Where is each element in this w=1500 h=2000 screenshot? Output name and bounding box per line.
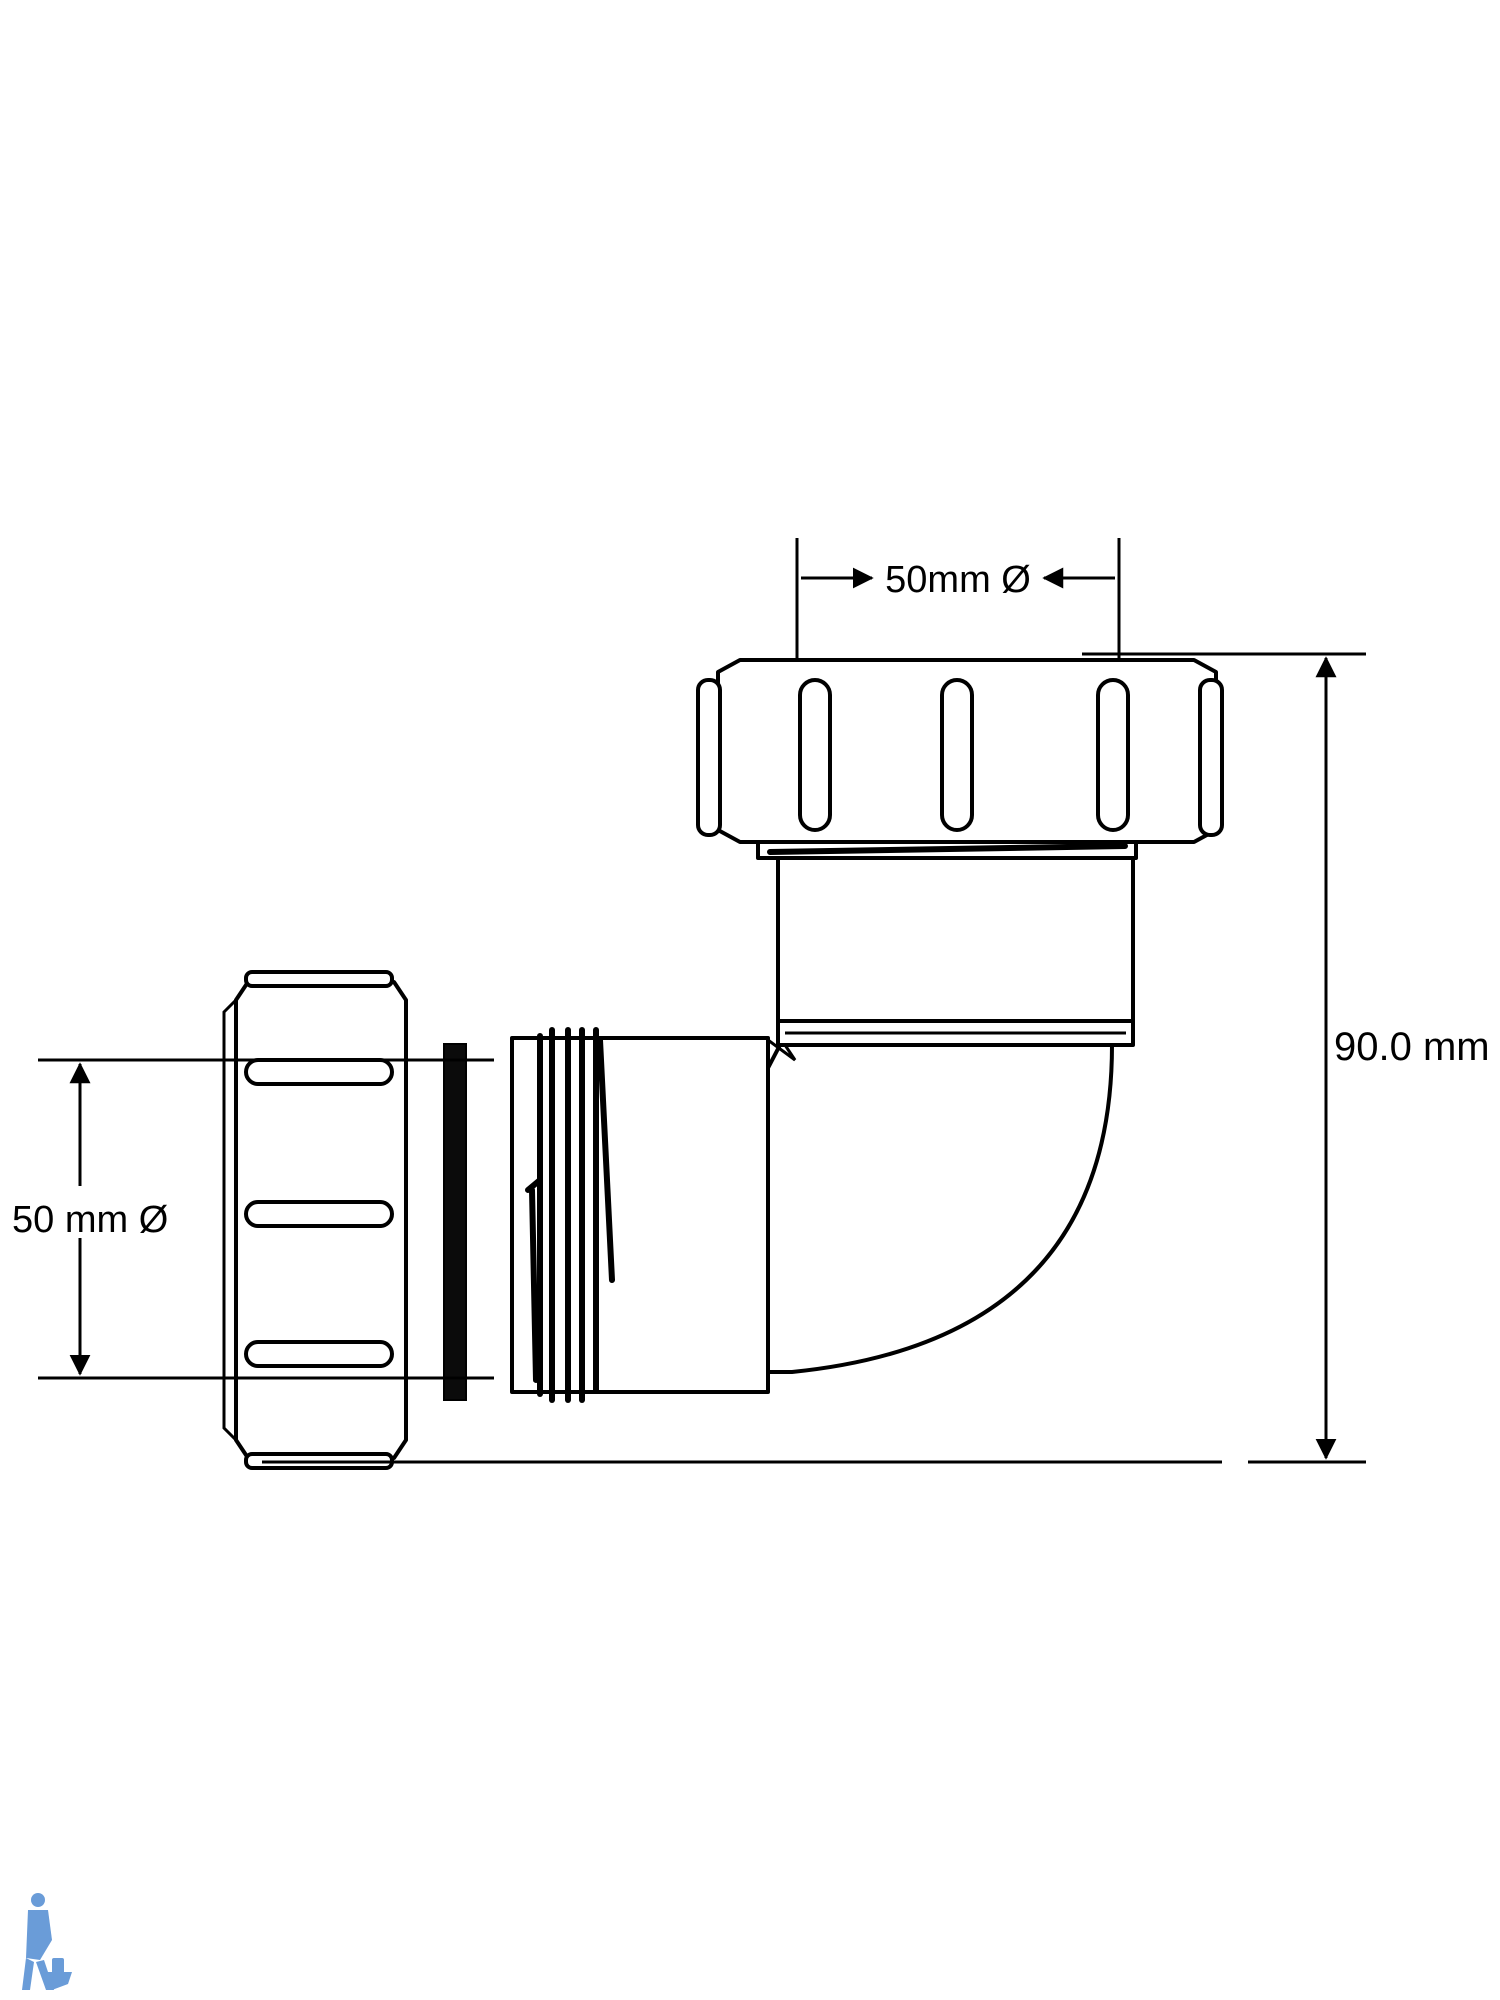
height-dimension: 90.0 mm	[262, 652, 1498, 1464]
spigot-threads	[525, 1027, 615, 1403]
side-compression-nut	[222, 970, 408, 1470]
plumber-with-toilet-icon	[22, 1893, 72, 1990]
side-diameter-label: 50 mm Ø	[12, 1199, 168, 1241]
elbow-body	[766, 1038, 1114, 1374]
side-diameter-dimension: 50 mm Ø	[4, 1058, 494, 1380]
height-label: 90.0 mm	[1334, 1025, 1490, 1069]
rubber-gasket	[443, 1043, 467, 1401]
top-diameter-label: 50mm Ø	[885, 559, 1031, 601]
top-compression-nut	[696, 658, 1224, 844]
vertical-socket	[776, 856, 1135, 1047]
top-thread-ring	[756, 840, 1138, 860]
top-diameter-dimension: 50mm Ø	[795, 538, 1121, 660]
